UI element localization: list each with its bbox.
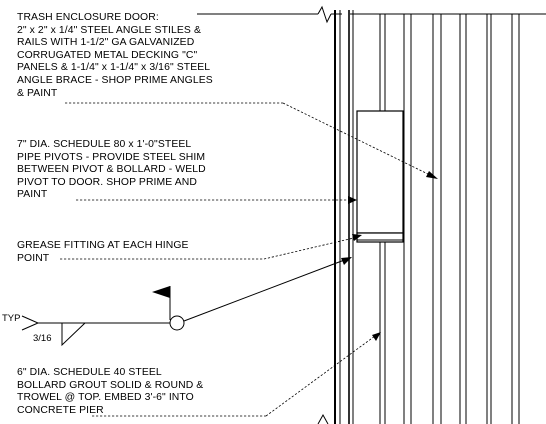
weld-symbol [21, 258, 348, 347]
break-line-top [197, 5, 546, 24]
weld-arrowhead [341, 257, 352, 265]
bollard-walls [334, 10, 354, 424]
note-line: ANGLE BRACE - SHOP PRIME ANGLES [17, 74, 213, 86]
note-line: & PAINT [17, 87, 58, 99]
note-trash-enclosure-door: TRASH ENCLOSURE DOOR: 2" x 2" x 1/4" STE… [17, 12, 213, 100]
door-panel-lines [379, 14, 520, 424]
note-line: GREASE FITTING AT EACH HINGE [17, 240, 189, 251]
note-line: BETWEEN PIVOT & BOLLARD - WELD [17, 164, 206, 176]
note-pipe-pivots: 7" DIA. SCHEDULE 80 x 1'-0"STEEL PIPE PI… [17, 139, 206, 202]
note-line: 7" DIA. SCHEDULE 80 x 1'-0"STEEL [17, 139, 192, 150]
note-line: RAILS WITH 1-1/2" GA GALVANIZED [17, 37, 195, 49]
pipe-pivot [356, 110, 404, 234]
leader-lines [60, 102, 433, 417]
weld-tail-label: TYP [2, 313, 21, 324]
note-line: CORRUGATED METAL DECKING "C" [17, 49, 198, 61]
note-line: 6" DIA. SCHEDULE 40 STEEL [17, 367, 162, 378]
break-line-bottom [317, 413, 329, 424]
grease-fitting [356, 232, 404, 243]
note-line: PIVOT TO DOOR. SHOP PRIME AND [17, 176, 197, 188]
note-line: PANELS & 1-1/4" x 1-1/4" x 3/16" STEEL [17, 62, 211, 74]
note-line: TRASH ENCLOSURE DOOR: [17, 12, 159, 23]
note-line: POINT [17, 252, 50, 264]
note-line: 2" x 2" x 1/4" STEEL ANGLE STILES & [17, 24, 201, 36]
note-line: BOLLARD GROUT SOLID & ROUND & [17, 379, 204, 391]
weld-size-label: 3/16 [33, 333, 52, 344]
arrowheads [348, 171, 438, 341]
note-line: TROWEL @ TOP. EMBED 3'-6" INTO [17, 392, 194, 404]
note-line: PIPE PIVOTS - PROVIDE STEEL SHIM [17, 151, 206, 163]
note-bollard: 6" DIA. SCHEDULE 40 STEEL BOLLARD GROUT … [17, 367, 203, 417]
field-weld-flag [152, 286, 170, 298]
note-grease-fitting: GREASE FITTING AT EACH HINGE POINT [17, 240, 189, 265]
note-line: PAINT [17, 189, 48, 201]
note-line: CONCRETE PIER [17, 404, 104, 416]
